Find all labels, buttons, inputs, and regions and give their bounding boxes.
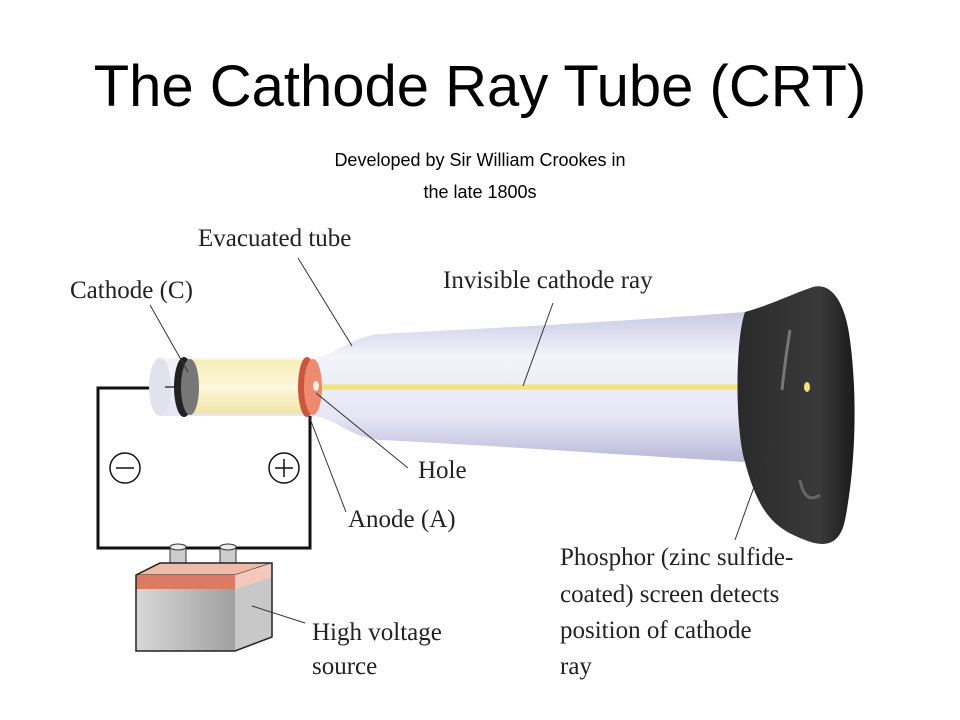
label-anode: Anode (A) [348, 506, 456, 533]
minus-terminal-icon [109, 452, 141, 484]
leader-anode [308, 415, 347, 513]
leader-evacuated-tube [297, 257, 353, 347]
label-cathode: Cathode (C) [70, 277, 193, 304]
battery [135, 543, 273, 652]
label-invisible-ray: Invisible cathode ray [443, 267, 653, 294]
leader-source [251, 605, 306, 624]
label-phosphor-3: position of cathode [560, 617, 752, 644]
plus-terminal-icon [268, 452, 300, 484]
anode-hole [313, 381, 319, 391]
subtitle-line-1: Developed by Sir William Crookes in [334, 150, 626, 170]
leader-hole [315, 392, 409, 469]
label-evacuated-tube: Evacuated tube [198, 225, 351, 252]
slide-title: The Cathode Ray Tube (CRT) [93, 54, 867, 119]
leader-cathode [149, 304, 189, 373]
phosphor-spot [804, 382, 810, 392]
slide-subtitle: Developed by Sir William Crookes in the … [280, 144, 680, 208]
label-phosphor-2: coated) screen detects [560, 581, 779, 608]
circuit-wire [96, 386, 312, 550]
label-phosphor-1: Phosphor (zinc sulfide- [560, 544, 793, 571]
phosphor-screen [737, 286, 855, 544]
cathode-disk [174, 357, 199, 417]
cathode-glow [185, 360, 303, 414]
label-source-2: source [312, 653, 377, 680]
tube-end [149, 358, 171, 416]
leader-invisible-ray [522, 302, 554, 387]
anode-disk [298, 357, 322, 417]
label-source-1: High voltage [312, 619, 442, 646]
label-phosphor-4: ray [560, 653, 592, 680]
label-hole: Hole [418, 457, 467, 484]
subtitle-line-2: the late 1800s [423, 182, 537, 202]
leader-phosphor [734, 419, 779, 541]
